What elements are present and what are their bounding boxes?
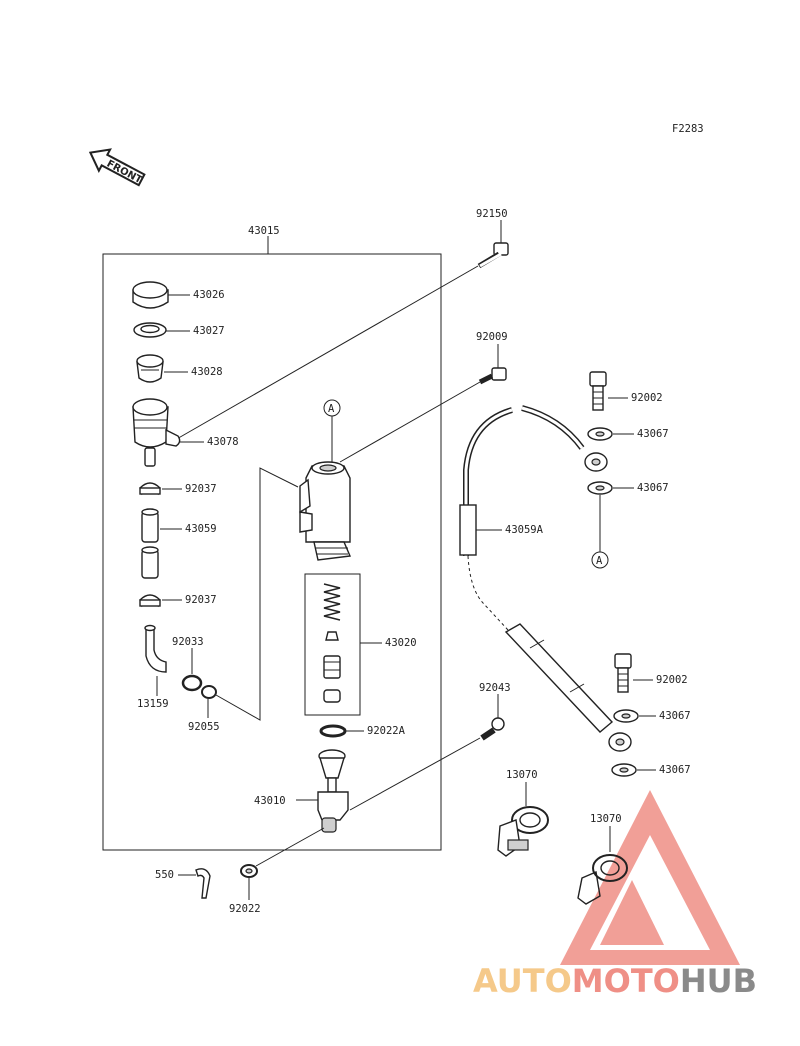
label-43015: 43015 (248, 225, 280, 237)
washer-43067-b: 43067 (587, 481, 669, 552)
label-43027: 43027 (193, 325, 225, 337)
reference-mark-a-cylinder: A (323, 399, 341, 462)
bolt-92002-upper: 92002 (589, 371, 663, 411)
diaphragm-43028: 43028 (136, 354, 223, 383)
front-direction-arrow: FRONT (88, 148, 146, 187)
master-cylinder-body (299, 461, 352, 561)
label-43067-c: 43067 (659, 710, 691, 722)
hose-guide-13070-left: 13070 (497, 769, 549, 857)
label-43067-b: 43067 (637, 482, 669, 494)
watermark-logo (560, 790, 740, 965)
label-43067-a: 43067 (637, 428, 669, 440)
push-rod-43010: 43010 (254, 749, 349, 833)
pin-92043: 92043 (349, 682, 511, 811)
label-43059: 43059 (185, 523, 217, 535)
circlip-92022a: 92022A (319, 724, 406, 738)
figure-code: F2283 (672, 123, 704, 135)
label-92043: 92043 (479, 682, 511, 694)
label-43078: 43078 (207, 436, 239, 448)
washer-43067-d: 43067 (611, 763, 691, 777)
bolt-92150: 92150 (174, 208, 509, 441)
label-92055: 92055 (188, 721, 220, 733)
label-550: 550 (155, 869, 174, 881)
hose-guide-13070-right: 13070 (577, 813, 628, 905)
clamp-92037-lower: 92037 (139, 594, 217, 608)
label-92037-lower: 92037 (185, 594, 217, 606)
cotter-pin-550: 550 (155, 868, 211, 899)
reference-mark-a-text-2: A (596, 555, 603, 567)
label-92009: 92009 (476, 331, 508, 343)
label-92150: 92150 (476, 208, 508, 220)
reference-mark-a-text: A (328, 403, 335, 415)
brake-hose-43059a: 43059A (459, 405, 632, 752)
watermark-text: AUTOMOTOHUB (473, 962, 757, 1000)
front-label: FRONT (105, 158, 144, 186)
label-13070-left: 13070 (506, 769, 538, 781)
clamp-92037-upper: 92037 (139, 482, 217, 496)
circlip-92033: 92033 (172, 636, 204, 692)
watermark-text-auto: AUTO (473, 962, 572, 1000)
bolt-92002-lower: 92002 (614, 653, 688, 693)
label-92002-upper: 92002 (631, 392, 663, 404)
label-92022: 92022 (229, 903, 261, 915)
reservoir-cap-43026: 43026 (132, 281, 225, 309)
watermark-text-moto: MOTO (572, 962, 680, 1000)
washer-43067-a: 43067 (587, 427, 669, 441)
label-43059a: 43059A (505, 524, 544, 536)
piston-kit-43020: 43020 (304, 573, 417, 716)
label-43026: 43026 (193, 289, 225, 301)
reservoir-43078: 43078 (132, 398, 239, 467)
fitting-13159: 13159 (137, 624, 169, 710)
label-92033: 92033 (172, 636, 204, 648)
watermark-text-hub: HUB (680, 962, 757, 1000)
diaphragm-plate-43027: 43027 (133, 322, 225, 338)
o-ring-92055: 92055 (188, 467, 299, 733)
assembly-box-43015: 43015 (102, 225, 442, 851)
label-92022a: 92022A (367, 725, 406, 737)
label-43028: 43028 (191, 366, 223, 378)
label-92002-lower: 92002 (656, 674, 688, 686)
bolt-92009: 92009 (339, 331, 508, 463)
label-43067-d: 43067 (659, 764, 691, 776)
label-13159: 13159 (137, 698, 169, 710)
label-13070-right: 13070 (590, 813, 622, 825)
label-43010: 43010 (254, 795, 286, 807)
washer-43067-c: 43067 (613, 709, 691, 723)
label-43020: 43020 (385, 637, 417, 649)
label-92037-upper: 92037 (185, 483, 217, 495)
hose-43059: 43059 (141, 508, 217, 579)
washer-92022: 92022 (229, 827, 325, 915)
reference-mark-a-caliper: A (591, 551, 609, 569)
